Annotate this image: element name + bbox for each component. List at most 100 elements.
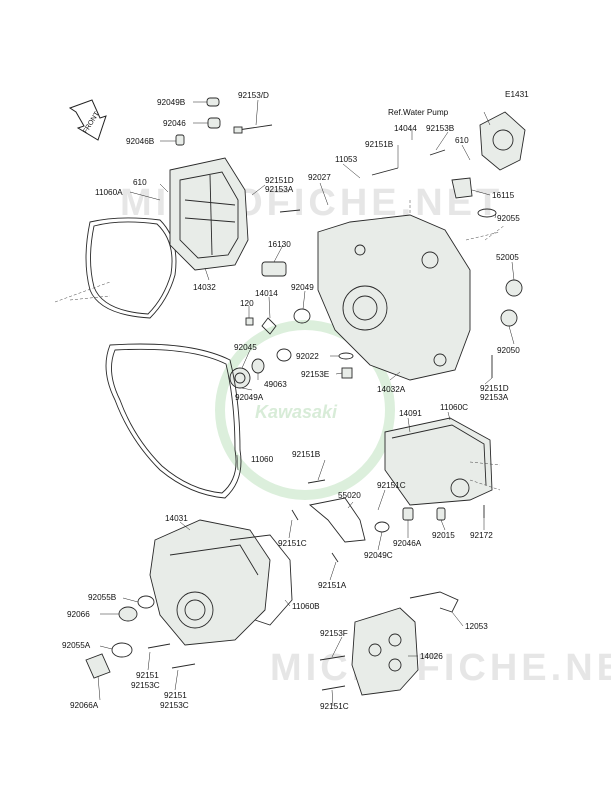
label-11053: 11053 <box>335 155 358 164</box>
label-16115: 16115 <box>492 191 515 200</box>
label-610-right: 610 <box>455 136 469 145</box>
part-120 <box>245 317 254 326</box>
label-92153e: 92153E <box>301 370 330 379</box>
label-92050: 92050 <box>497 346 520 355</box>
label-92022: 92022 <box>296 352 319 361</box>
shaft-14014 <box>261 317 277 335</box>
ref-water-pump-note: Ref.Water Pump <box>388 108 449 117</box>
cover-14032 <box>169 157 249 271</box>
label-92066a: 92066A <box>70 701 99 710</box>
cover-14032-rib <box>179 171 239 259</box>
label-14032: 14032 <box>193 283 216 292</box>
label-92153a-top: 92153A <box>265 185 294 194</box>
label-92066: 92066 <box>67 610 90 619</box>
washer-92049 <box>293 308 311 324</box>
label-52005: 52005 <box>496 253 519 262</box>
cover-14091 <box>384 417 493 506</box>
gasket-11060a-inner <box>90 221 173 315</box>
label-610-left: 610 <box>133 178 147 187</box>
bolt-92153e <box>341 367 353 379</box>
label-92049c: 92049C <box>364 551 393 560</box>
part-92049b <box>206 97 220 107</box>
label-14026: 14026 <box>420 652 443 661</box>
label-14014: 14014 <box>255 289 278 298</box>
bracket-55020 <box>308 497 366 543</box>
washer-92022 <box>338 352 354 360</box>
label-11060b: 11060B <box>292 602 320 611</box>
label-92151a: 92151A <box>318 581 347 590</box>
label-92046b: 92046B <box>126 137 155 146</box>
lever-12053 <box>409 591 459 613</box>
label-92055b: 92055B <box>88 593 117 602</box>
label-92049a: 92049A <box>235 393 264 402</box>
label-92153c-b: 92153C <box>160 701 189 710</box>
label-92151-a: 92151 <box>136 671 159 680</box>
front-arrow-icon: FRONT <box>68 99 107 141</box>
label-92151c-bottom: 92151C <box>320 702 349 711</box>
label-92049b: 92049B <box>157 98 186 107</box>
label-92153a-right: 92153A <box>480 393 509 402</box>
label-55020: 55020 <box>338 491 361 500</box>
plug-92066a <box>85 653 111 679</box>
label-11060: 11060 <box>251 455 274 464</box>
label-92153c-a: 92153C <box>131 681 160 690</box>
label-11060a: 11060A <box>95 188 123 197</box>
leader-lines <box>97 99 515 707</box>
label-92045: 92045 <box>234 343 257 352</box>
gasket-11060 <box>105 343 242 499</box>
label-92151d-right: 92151D <box>480 384 509 393</box>
label-92153d: 92153/D <box>238 91 269 100</box>
label-92153b: 92153B <box>426 124 455 133</box>
oring-92055b <box>137 595 155 609</box>
gasket-11060a <box>85 217 177 319</box>
label-92151-b: 92151 <box>164 691 187 700</box>
label-120: 120 <box>240 299 254 308</box>
water-pump-housing <box>479 111 526 171</box>
cover-14026 <box>351 607 419 696</box>
label-92049: 92049 <box>291 283 314 292</box>
label-14044: 14044 <box>394 124 417 133</box>
kawasaki-logo-watermark: Kawasaki <box>215 320 395 500</box>
plug-92066 <box>118 606 138 622</box>
washer-92049-lower <box>276 348 292 362</box>
part-92046b <box>175 134 185 146</box>
label-92055: 92055 <box>497 214 520 223</box>
label-14032a: 14032A <box>377 385 406 394</box>
seal-52005 <box>505 279 523 297</box>
plug-16115 <box>451 177 473 199</box>
bearing-92045 <box>229 367 251 389</box>
label-92153f: 92153F <box>320 629 348 638</box>
part-labels: 92049B 92153/D 92046 92046B 11060A 610 9… <box>62 91 520 711</box>
watermark-text-bottom: MICROFICHE.NET <box>270 647 611 689</box>
label-49063: 49063 <box>264 380 287 389</box>
label-92151c-left: 92151C <box>278 539 307 548</box>
part-92015 <box>436 507 446 521</box>
label-11060c: 11060C <box>440 403 468 412</box>
label-92151d-top: 92151D <box>265 176 294 185</box>
label-92027: 92027 <box>308 173 331 182</box>
label-92151b-mid: 92151B <box>292 450 321 459</box>
washer-92049c <box>374 521 390 533</box>
label-12053: 12053 <box>465 622 488 631</box>
sleeve-16130 <box>261 261 287 277</box>
label-92046: 92046 <box>163 119 186 128</box>
diagram-code: E1431 <box>505 90 529 99</box>
part-92046 <box>207 117 221 129</box>
label-92055a: 92055A <box>62 641 91 650</box>
seal-92050-ring <box>500 309 518 327</box>
gasket-11060b <box>229 534 293 626</box>
kawasaki-logo-text: Kawasaki <box>255 402 338 422</box>
label-92015: 92015 <box>432 531 455 540</box>
label-16130: 16130 <box>268 240 291 249</box>
label-14031: 14031 <box>165 514 188 523</box>
cover-14031 <box>149 519 271 646</box>
seal-49063 <box>251 358 265 374</box>
crankcase-cover-14032a <box>317 214 471 381</box>
label-92151b-top: 92151B <box>365 140 394 149</box>
label-92151c-mid: 92151C <box>377 481 406 490</box>
oring-92055a <box>111 642 133 658</box>
label-92172: 92172 <box>470 531 493 540</box>
part-92046a <box>402 507 414 521</box>
label-92046a: 92046A <box>393 539 422 548</box>
